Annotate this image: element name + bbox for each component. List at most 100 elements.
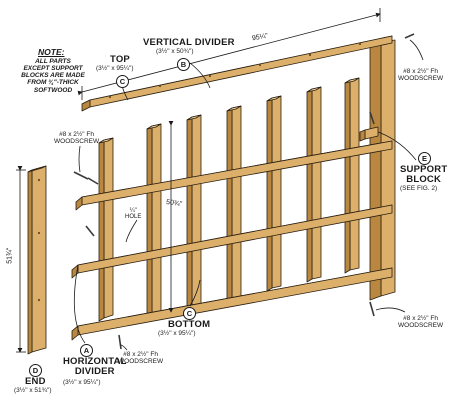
support-block-label-line2: BLOCK: [406, 173, 442, 185]
overall-length-dim-line: [77, 12, 381, 96]
horizontal-divider-label-line2: DIVIDER: [74, 365, 115, 377]
screw-hole: [358, 42, 362, 46]
vertical-divider-top: [186, 114, 202, 121]
screw-hole: [37, 298, 41, 302]
support-block-label-line1: SUPPORT: [400, 164, 448, 175]
left-end-panel: [27, 165, 47, 355]
top-dims: (3½" x 95¼"): [96, 65, 134, 72]
end-dims: (3½" x 51¾"): [14, 387, 52, 394]
note-line: BLOCKS ARE MADE: [21, 72, 85, 80]
vertical-divider: [98, 137, 114, 322]
screw-icon: [369, 301, 375, 317]
screw-callout-right: #8 x 2½" Fh WOODSCREW: [398, 315, 443, 329]
dimension-lines: [16, 8, 424, 353]
support-block-label: SUPPORT BLOCK: [400, 165, 447, 185]
horizontal-divider-upper-end-face: [75, 196, 83, 211]
screw-spec: #8 x 2½" Fh: [403, 68, 438, 75]
part-letter-bottom: C: [183, 307, 196, 320]
bottom-dims: (3½" x 95¼"): [158, 330, 196, 337]
end-height-dimension: 51¾": [6, 247, 14, 264]
vertical-divider: [306, 86, 322, 283]
support-block-ref: (SEE FIG. 2): [400, 185, 438, 192]
bottom-board-end-face: [71, 325, 79, 341]
leader-screw-right: [375, 307, 406, 313]
vertical-divider-side: [306, 88, 313, 283]
top-label: TOP: [110, 54, 130, 65]
left-end-side: [27, 169, 33, 355]
vertical-divider-side: [226, 107, 233, 302]
vertical-divider-front: [349, 77, 360, 271]
bottom-label: BOTTOM: [168, 319, 211, 330]
screw-spec: #8 x 2½" Fh: [123, 351, 158, 358]
screw-icon: [85, 225, 95, 237]
note-text: ALL PARTS EXCEPT SUPPORT BLOCKS ARE MADE…: [18, 58, 88, 94]
hole-callout: ¼" HOLE: [125, 208, 141, 221]
vertical-divider: [266, 95, 282, 292]
vertical-divider-front: [311, 86, 322, 280]
vertical-divider-top: [146, 123, 162, 130]
support-block-side: [359, 129, 366, 142]
note-line: ALL PARTS: [35, 58, 71, 65]
leader-screw-top-right: [409, 39, 424, 61]
leader-horizontal-divider: [73, 264, 86, 344]
leader-vertical-divider: [189, 62, 211, 89]
hole-word: HOLE: [125, 214, 142, 221]
vertical-divider-front: [191, 114, 202, 308]
screw-hole: [37, 178, 41, 182]
vertical-divider-side: [98, 139, 105, 322]
right-end-panel: [369, 39, 396, 301]
horizontal-divider-lower: [71, 204, 393, 279]
leader-screw-left: [78, 145, 81, 173]
screw-icon: [369, 111, 375, 125]
screw-callout-left: #8 x 2½" Fh WOODSCREW: [54, 131, 99, 145]
leader-support-block: [377, 131, 417, 161]
vertical-divider-dims: (3½" x 50¾"): [156, 48, 194, 55]
vertical-divider-side: [146, 125, 153, 320]
vertical-divider: [186, 114, 202, 311]
note-line: EXCEPT SUPPORT: [23, 65, 83, 73]
screw-icon: [87, 177, 99, 185]
screw-spec: #8 x 2½" Fh: [59, 131, 94, 138]
vertical-divider-front: [231, 105, 242, 299]
vertical-divider-side: [266, 97, 273, 292]
part-letter-top: C: [116, 75, 129, 88]
vertical-divider-side: [344, 79, 351, 274]
hole-size: ¼": [129, 208, 137, 214]
screw-hole: [158, 84, 162, 88]
screw-type: WOODSCREW: [54, 138, 100, 146]
screw-hole: [208, 74, 212, 78]
vertical-divider-top: [266, 95, 282, 102]
vertical-divider-label: VERTICAL DIVIDER: [143, 37, 235, 48]
horizontal-divider-dims: (3½" x 95¼"): [63, 379, 101, 386]
screw-hole: [258, 63, 262, 67]
vertical-divider-top: [226, 105, 242, 112]
top-board-end-face: [81, 99, 91, 112]
left-end-top: [27, 165, 47, 173]
screw-spec: #8 x 2½" Fh: [403, 315, 438, 322]
screw-type: WOODSCREW: [398, 75, 444, 83]
vertical-divider: [344, 77, 360, 274]
note-line: FROM ¾"-THICK: [27, 79, 79, 87]
bottom-board: [71, 267, 393, 341]
end-label: END: [25, 376, 46, 387]
vertical-divider-front: [271, 95, 282, 289]
right-end-side: [369, 41, 382, 301]
vertical-divider-side: [186, 116, 193, 311]
vertical-divider: [226, 105, 242, 302]
vertical-divider-top: [98, 137, 114, 144]
part-letter-horizontal-divider: A: [80, 344, 93, 357]
screw-hole: [108, 95, 112, 99]
vertical-divider: [146, 123, 162, 320]
note-heading: NOTE:: [38, 47, 65, 57]
leader-hole: [125, 219, 138, 243]
screw-hole: [308, 53, 312, 57]
screw-callout-bottom: #8 x 2½" Fh WOODSCREW: [118, 351, 163, 365]
horizontal-divider-label-line1: HORIZONTAL: [63, 356, 127, 367]
screw-hole: [37, 231, 41, 235]
left-end-front: [31, 165, 47, 353]
note-line: SOFTWOOD: [33, 86, 73, 94]
leader-screw-bottom: [119, 344, 128, 351]
part-letter-end: D: [29, 364, 42, 377]
